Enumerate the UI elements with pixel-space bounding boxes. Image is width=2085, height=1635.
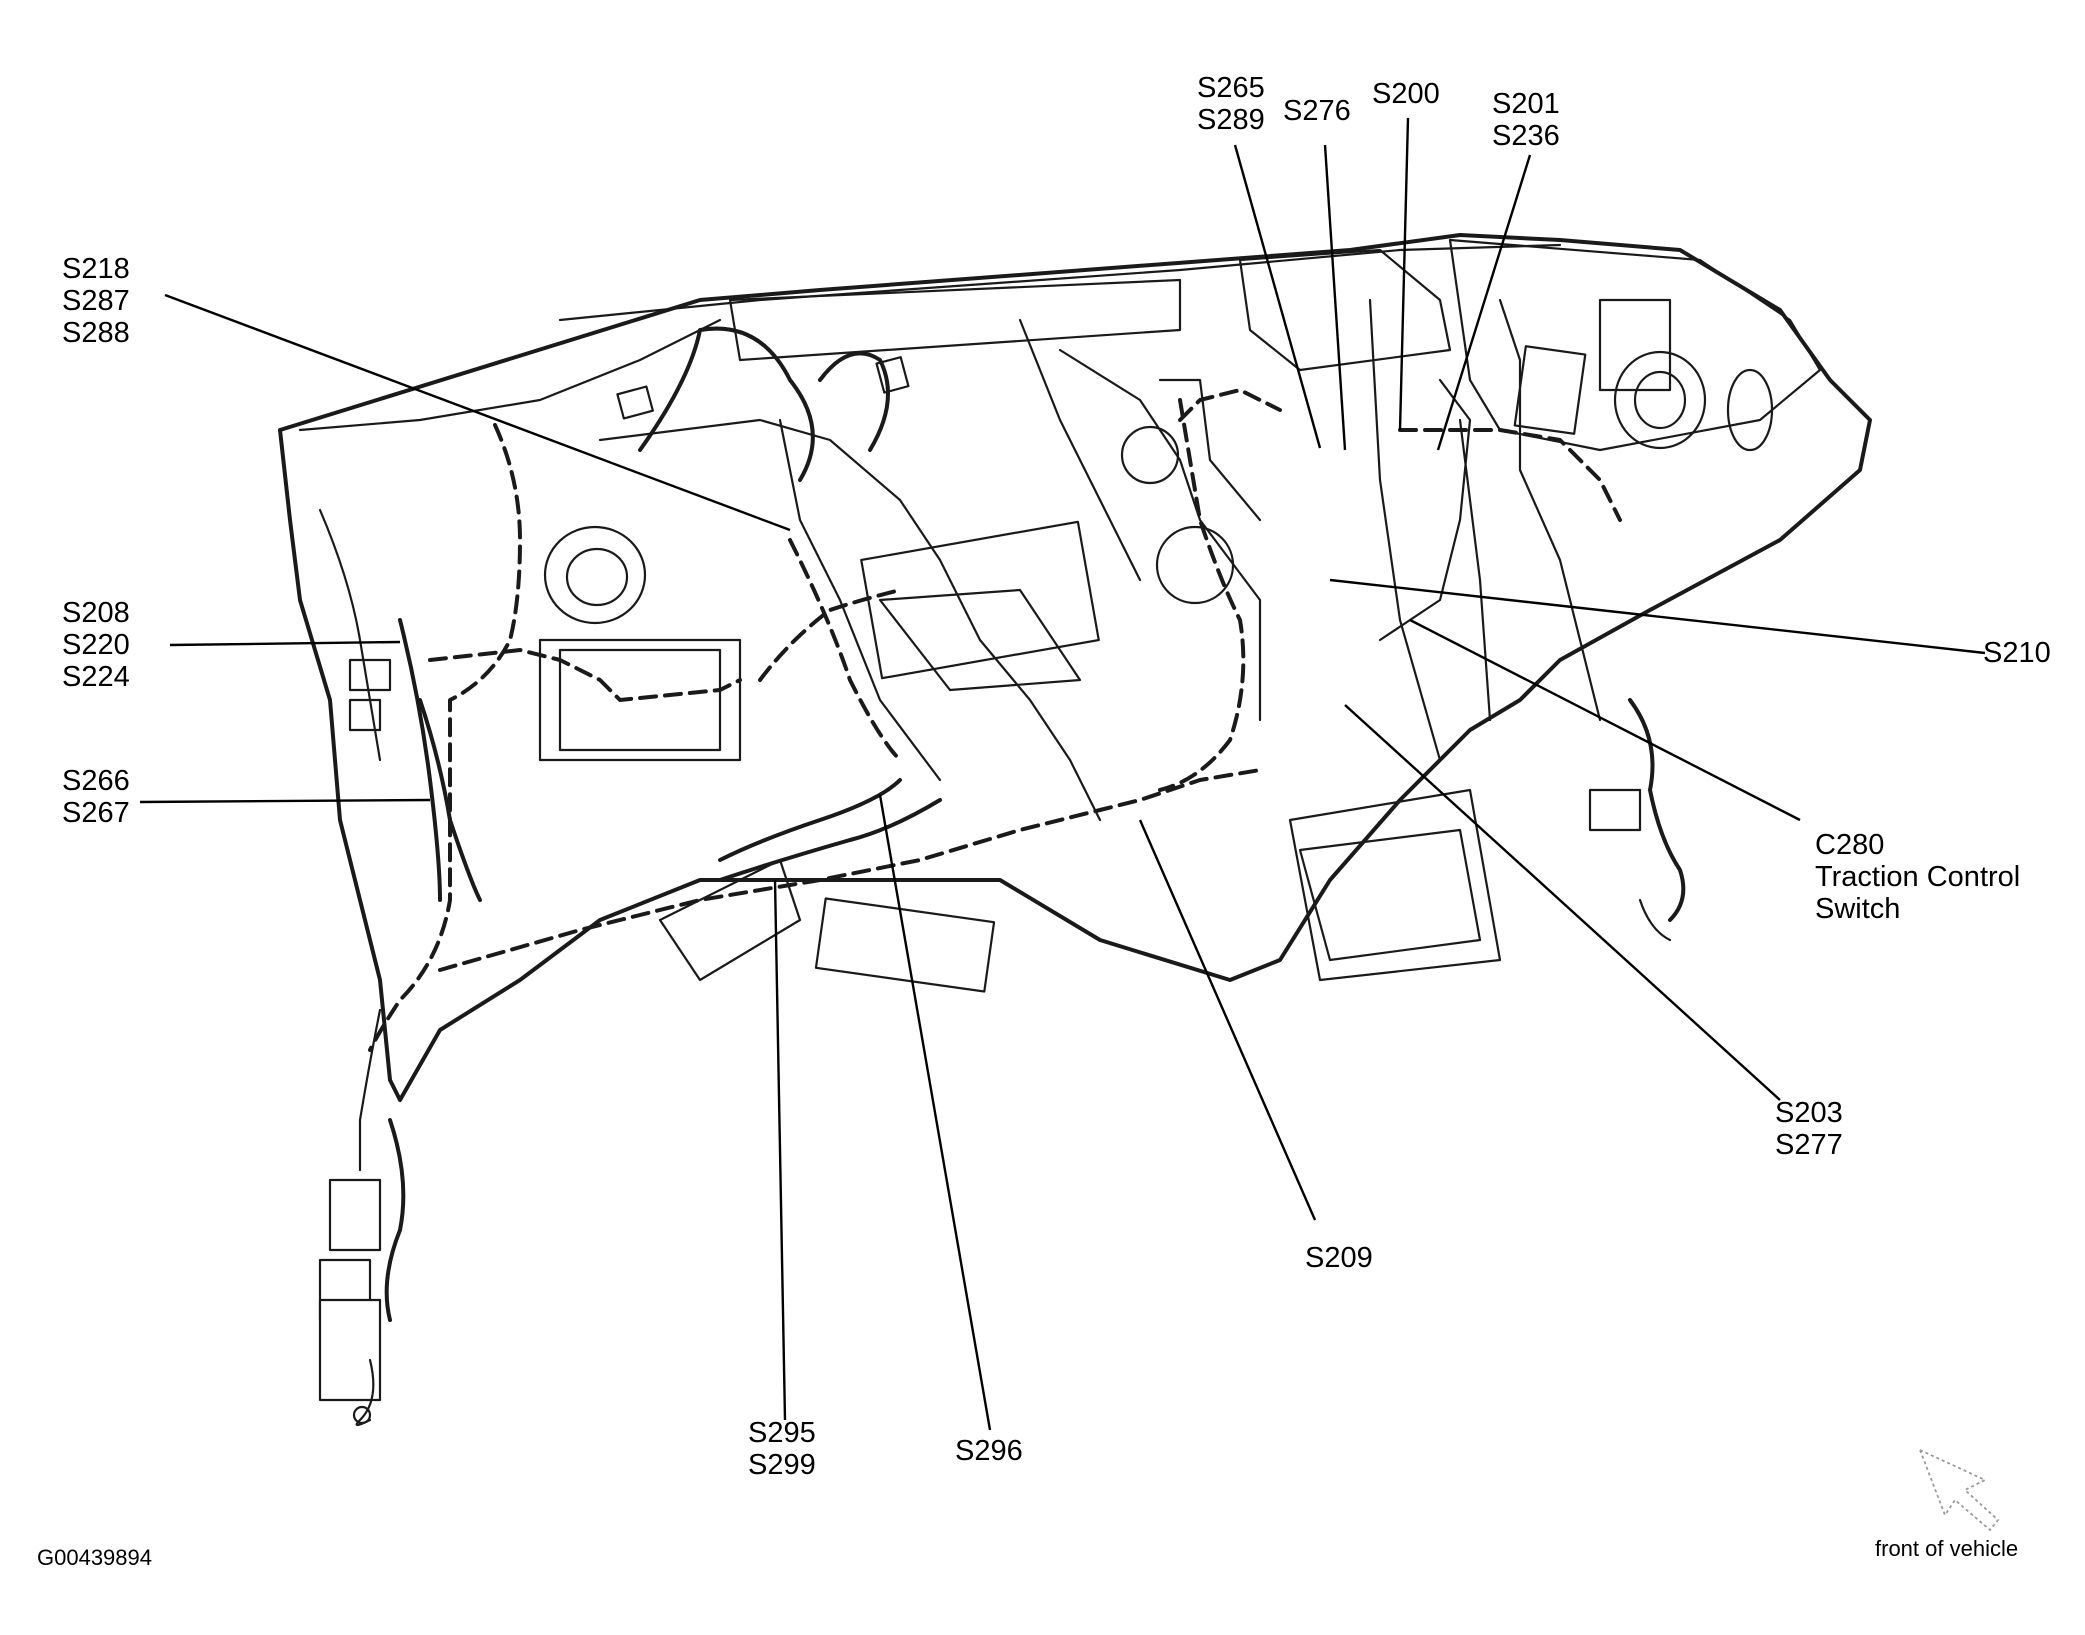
label-traction-control: Traction Control bbox=[1815, 861, 2021, 893]
label-s265-group: S265 S289 bbox=[1197, 72, 1265, 136]
label-s218-group: S218 S287 S288 bbox=[62, 253, 130, 349]
label-s288: S288 bbox=[62, 317, 130, 349]
label-s201: S201 bbox=[1492, 88, 1560, 120]
label-s200: S200 bbox=[1372, 78, 1440, 110]
leader-s201 bbox=[1436, 154, 1532, 451]
label-s210: S210 bbox=[1983, 637, 2051, 669]
label-s289: S289 bbox=[1197, 104, 1265, 136]
leader-c280 bbox=[1409, 618, 1801, 822]
leader-s208 bbox=[169, 640, 401, 647]
leader-s265 bbox=[1233, 144, 1322, 449]
label-s265: S265 bbox=[1197, 72, 1265, 104]
label-s218: S218 bbox=[62, 253, 130, 285]
label-s266: S266 bbox=[62, 765, 130, 797]
leader-s203 bbox=[1344, 704, 1781, 1101]
figure-id: G00439894 bbox=[37, 1545, 152, 1570]
leader-s218 bbox=[164, 293, 791, 532]
label-s203: S203 bbox=[1775, 1097, 1843, 1129]
label-s295-group: S295 S299 bbox=[748, 1417, 816, 1481]
front-of-vehicle-label: front of vehicle bbox=[1875, 1536, 2019, 1561]
leader-s295 bbox=[773, 879, 787, 1421]
label-s224: S224 bbox=[62, 661, 130, 693]
label-s276: S276 bbox=[1283, 95, 1351, 127]
leader-s266 bbox=[139, 798, 431, 804]
leader-s200 bbox=[1398, 117, 1410, 431]
label-switch: Switch bbox=[1815, 893, 1901, 925]
label-c280-group: C280 Traction Control Switch bbox=[1815, 829, 2020, 925]
label-s266-group: S266 S267 bbox=[62, 765, 130, 829]
label-s277: S277 bbox=[1775, 1129, 1843, 1161]
label-s220: S220 bbox=[62, 629, 130, 661]
label-s267: S267 bbox=[62, 797, 130, 829]
leader-s209 bbox=[1138, 819, 1317, 1221]
label-s208: S208 bbox=[62, 597, 130, 629]
leader-s296 bbox=[878, 794, 992, 1431]
label-s287: S287 bbox=[62, 285, 130, 317]
instrument-panel-drawing bbox=[278, 233, 1872, 1427]
leader-s210 bbox=[1329, 578, 1986, 655]
leader-s276 bbox=[1323, 144, 1347, 451]
label-s209: S209 bbox=[1305, 1242, 1373, 1274]
label-s299: S299 bbox=[748, 1449, 816, 1481]
label-s201-group: S201 S236 bbox=[1492, 88, 1560, 152]
leader-lines bbox=[139, 117, 1986, 1431]
label-s295: S295 bbox=[748, 1417, 816, 1449]
label-s203-group: S203 S277 bbox=[1775, 1097, 1843, 1161]
front-of-vehicle-arrow bbox=[1918, 1448, 2000, 1532]
label-s236: S236 bbox=[1492, 120, 1560, 152]
label-s296: S296 bbox=[955, 1435, 1023, 1467]
label-c280: C280 bbox=[1815, 829, 1885, 861]
label-s208-group: S208 S220 S224 bbox=[62, 597, 130, 693]
